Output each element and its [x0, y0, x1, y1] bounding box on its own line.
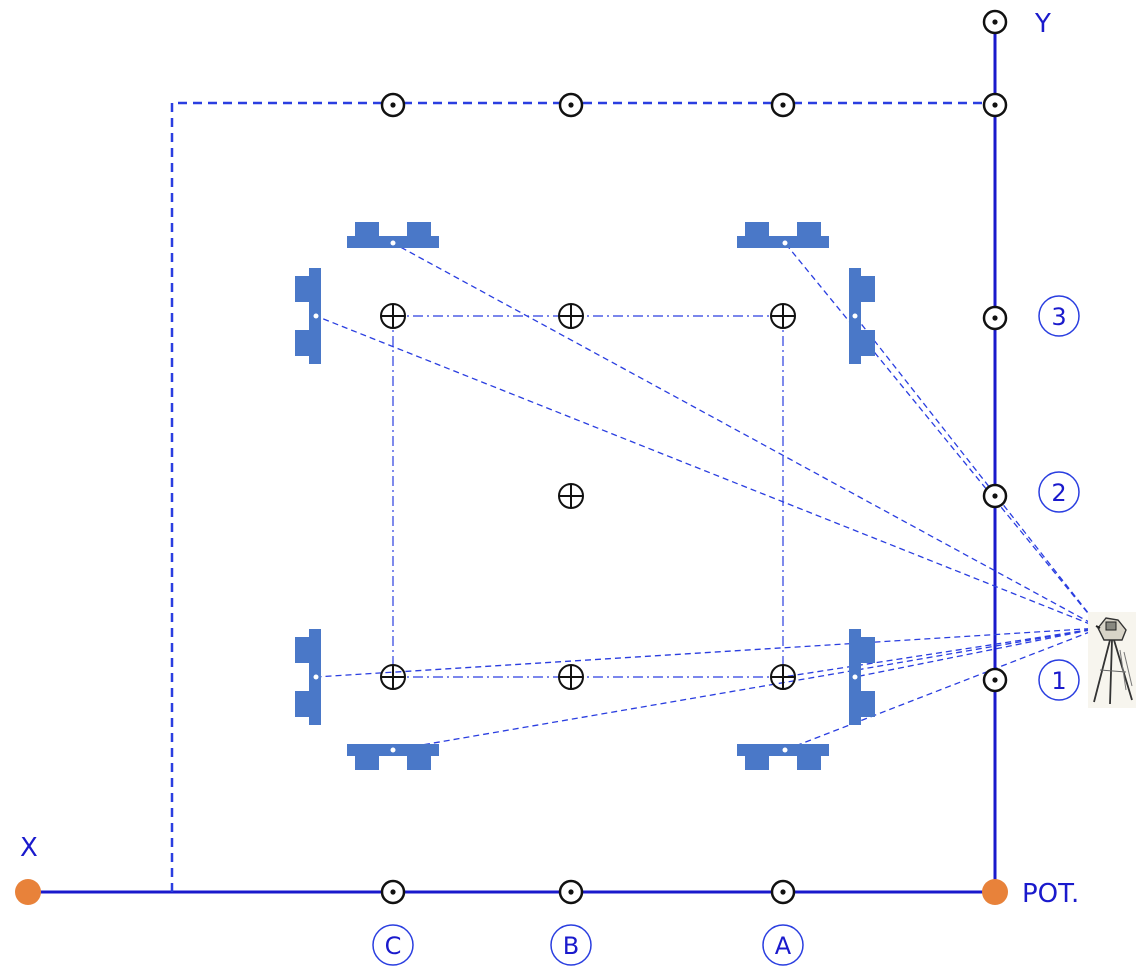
- benchmark-x-a: [770, 879, 796, 905]
- bracket-bottom-left: [347, 744, 439, 770]
- x-axis-label: X: [20, 833, 38, 863]
- pillar-marker: [770, 664, 796, 690]
- grid-bubble-1: 1: [1038, 659, 1080, 701]
- x-end-dot: [15, 879, 41, 905]
- benchmark-x-c: [380, 879, 406, 905]
- offset-frame-dashed: [170, 101, 995, 892]
- pillar-marker: [380, 664, 406, 690]
- benchmark-x-b: [558, 879, 584, 905]
- bracket-bottom-right: [737, 744, 829, 770]
- pillar-grid-lines: [392, 315, 784, 678]
- grid-bubble-b: B: [550, 924, 592, 966]
- y-axis-label: Y: [1034, 9, 1051, 39]
- bracket-top-left: [347, 222, 439, 248]
- bracket-right-upper: [849, 268, 875, 364]
- pillar-marker: [380, 303, 406, 329]
- benchmark-top-c: [380, 92, 406, 118]
- origin-dot: [982, 879, 1008, 905]
- pillar-marker: [770, 303, 796, 329]
- grid-bubble-3: 3: [1038, 295, 1080, 337]
- svg-text:C: C: [385, 932, 402, 960]
- bracket-left-upper: [295, 268, 321, 364]
- pillar-marker-center: [558, 483, 584, 509]
- benchmark-top-b: [558, 92, 584, 118]
- benchmark-y-2: [982, 483, 1008, 509]
- pillar-marker: [558, 664, 584, 690]
- svg-text:2: 2: [1051, 479, 1066, 507]
- bracket-right-lower: [849, 629, 875, 725]
- grid-bubble-a: A: [762, 924, 804, 966]
- sight-lines: [315, 242, 1101, 751]
- benchmark-y-1: [982, 667, 1008, 693]
- pillar-marker: [558, 303, 584, 329]
- svg-text:B: B: [563, 932, 579, 960]
- benchmark-top-a: [770, 92, 796, 118]
- benchmark-top-corner: [982, 92, 1008, 118]
- grid-bubble-c: C: [372, 924, 414, 966]
- bracket-top-right: [737, 222, 829, 248]
- benchmark-y-top: [982, 9, 1008, 35]
- benchmark-y-3: [982, 305, 1008, 331]
- svg-text:3: 3: [1051, 303, 1066, 331]
- svg-text:A: A: [775, 932, 792, 960]
- bracket-left-lower: [295, 629, 321, 725]
- grid-bubble-2: 2: [1038, 471, 1080, 513]
- svg-text:1: 1: [1051, 667, 1066, 695]
- theodolite-on-tripod-icon: [1088, 612, 1136, 708]
- origin-label: POT.: [1022, 879, 1079, 909]
